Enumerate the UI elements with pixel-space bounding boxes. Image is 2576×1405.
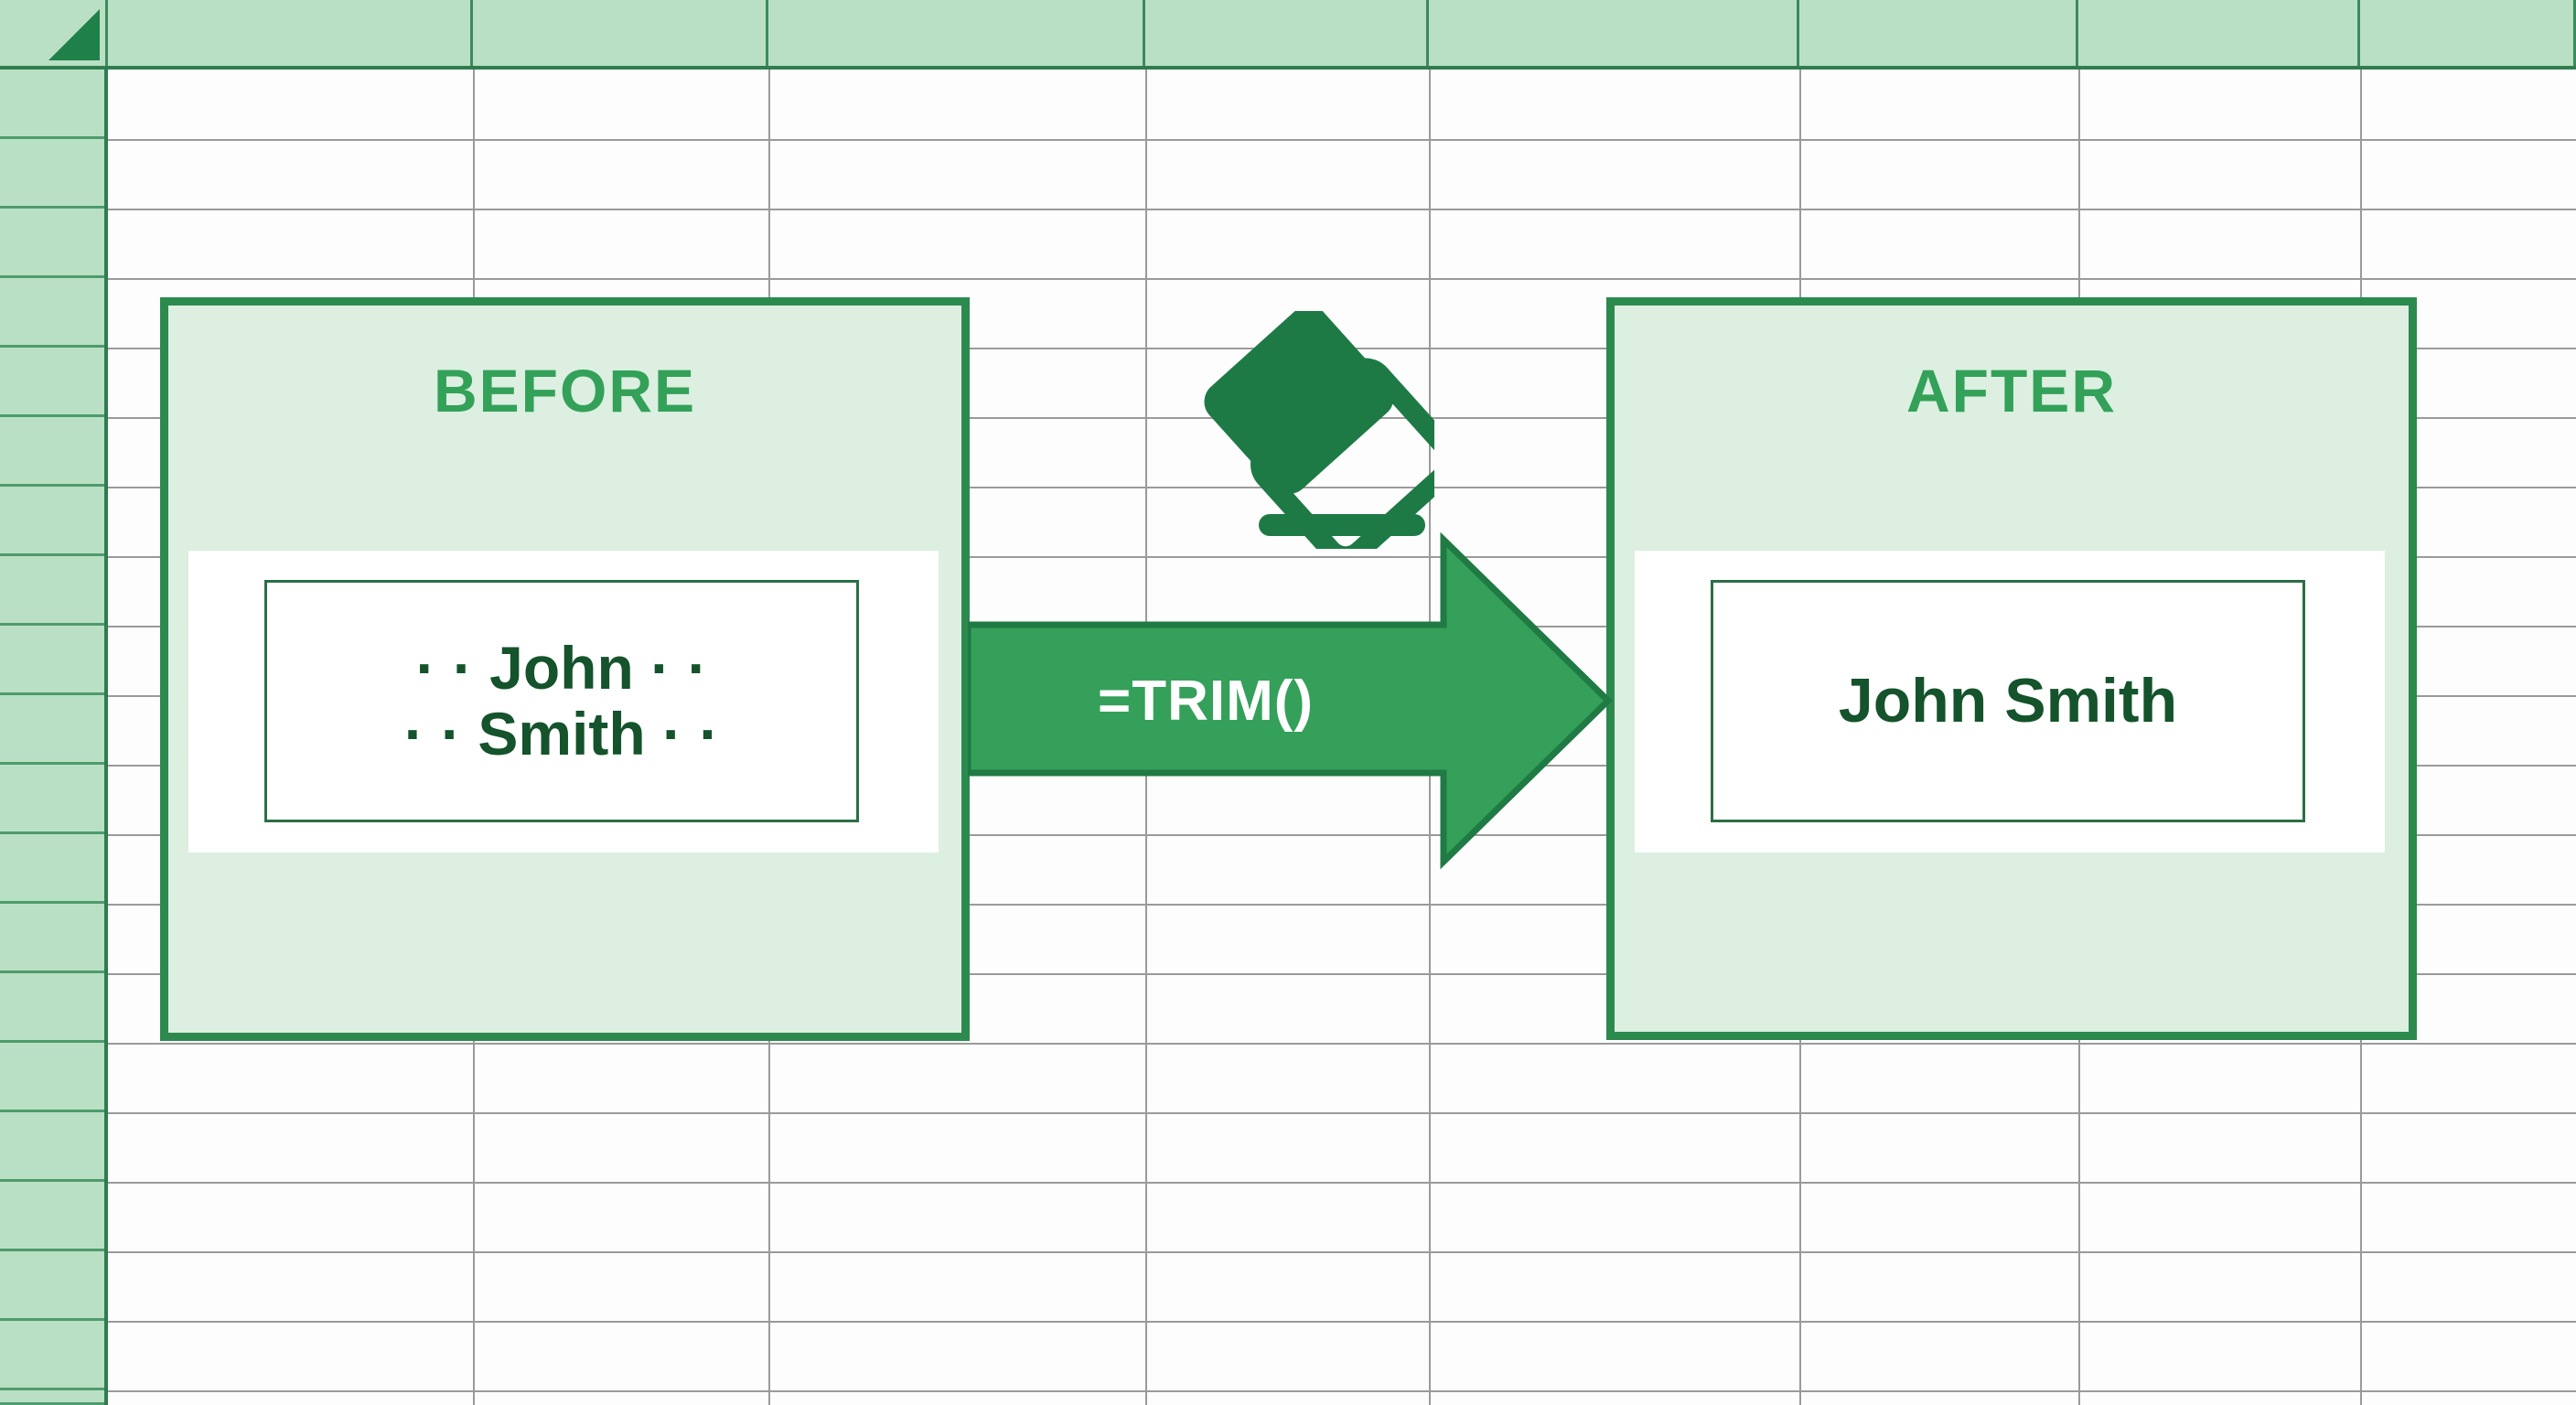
column-header-cell[interactable] bbox=[473, 0, 768, 66]
row-header-cell[interactable] bbox=[0, 1043, 104, 1112]
row-header-cell[interactable] bbox=[0, 1321, 104, 1390]
row-divider bbox=[108, 904, 2576, 906]
row-header-cell[interactable] bbox=[0, 1182, 104, 1251]
row-divider bbox=[108, 834, 2576, 836]
row-divider bbox=[108, 1112, 2576, 1114]
before-value-line-2: · · Smith · · bbox=[403, 699, 720, 767]
row-header-cell[interactable] bbox=[0, 765, 104, 834]
row-header-cell[interactable] bbox=[0, 348, 104, 417]
row-divider bbox=[108, 139, 2576, 141]
row-header-cell[interactable] bbox=[0, 417, 104, 487]
row-header-cell[interactable] bbox=[0, 1251, 104, 1321]
row-divider bbox=[108, 1182, 2576, 1184]
column-header-cell[interactable] bbox=[2360, 0, 2576, 66]
eraser-icon bbox=[1160, 306, 1461, 567]
row-header-cell[interactable] bbox=[0, 1390, 104, 1405]
row-header-column[interactable] bbox=[0, 70, 108, 1405]
column-header-cell[interactable] bbox=[768, 0, 1145, 66]
column-header-row[interactable] bbox=[0, 0, 2576, 70]
row-divider bbox=[108, 1321, 2576, 1323]
select-all-triangle-icon bbox=[48, 9, 100, 60]
row-header-cell[interactable] bbox=[0, 139, 104, 209]
arrow-right-icon bbox=[964, 531, 1614, 870]
eraser-glyph bbox=[1204, 306, 1461, 567]
column-header-cell[interactable] bbox=[1145, 0, 1429, 66]
after-card[interactable]: AFTER John Smith bbox=[1606, 297, 2417, 1040]
row-divider bbox=[108, 278, 2576, 280]
before-value-line-1: · · John · · bbox=[415, 634, 708, 702]
row-header-cell[interactable] bbox=[0, 70, 104, 139]
row-header-cell[interactable] bbox=[0, 626, 104, 695]
column-header-cell[interactable] bbox=[1429, 0, 1799, 66]
row-header-cell[interactable] bbox=[0, 556, 104, 626]
row-header-cell[interactable] bbox=[0, 487, 104, 556]
row-divider bbox=[108, 973, 2576, 975]
row-divider bbox=[108, 1251, 2576, 1253]
column-header-cell[interactable] bbox=[108, 0, 473, 66]
column-header-cell[interactable] bbox=[2078, 0, 2360, 66]
after-card-title: AFTER bbox=[1906, 357, 2117, 424]
row-divider bbox=[108, 1390, 2576, 1392]
row-divider bbox=[108, 209, 2576, 210]
before-card-title: BEFORE bbox=[433, 357, 697, 424]
before-card[interactable]: BEFORE · · John · · · · Smith · · bbox=[160, 297, 970, 1041]
row-header-cell[interactable] bbox=[0, 904, 104, 973]
select-all-button[interactable] bbox=[0, 0, 108, 66]
row-divider bbox=[108, 1043, 2576, 1045]
row-header-cell[interactable] bbox=[0, 973, 104, 1043]
row-header-cell[interactable] bbox=[0, 278, 104, 348]
row-header-cell[interactable] bbox=[0, 209, 104, 278]
row-header-cell[interactable] bbox=[0, 834, 104, 904]
after-value-line-1: John Smith bbox=[1838, 665, 2178, 735]
column-header-cell[interactable] bbox=[1799, 0, 2078, 66]
row-header-cell[interactable] bbox=[0, 695, 104, 765]
row-divider bbox=[108, 556, 2576, 558]
row-header-cell[interactable] bbox=[0, 1112, 104, 1182]
after-cell-value[interactable]: John Smith bbox=[1711, 580, 2305, 822]
before-cell-value[interactable]: · · John · · · · Smith · · bbox=[264, 580, 859, 822]
trim-arrow[interactable]: =TRIM() bbox=[964, 531, 1617, 871]
row-divider bbox=[108, 487, 2576, 488]
